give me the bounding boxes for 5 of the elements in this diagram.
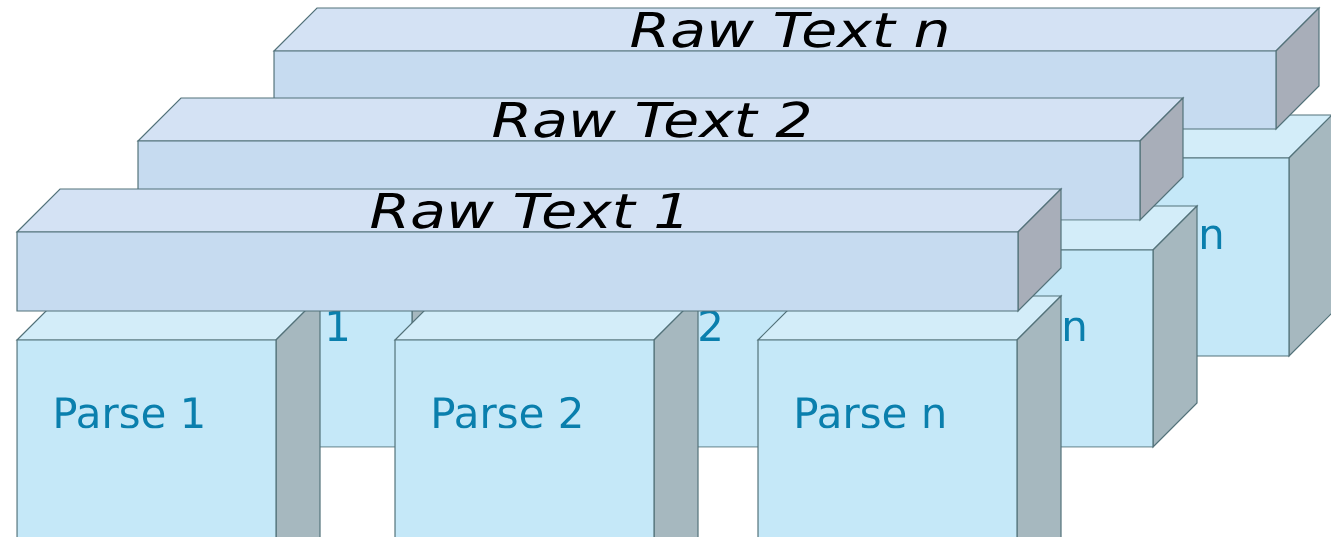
node-text: 1 <box>328 310 348 341</box>
node-text: n <box>1065 317 1085 341</box>
node-text: Raw Text n <box>631 12 947 48</box>
node-text: Raw Text 2 <box>493 101 809 138</box>
node-text: n <box>1202 225 1222 249</box>
